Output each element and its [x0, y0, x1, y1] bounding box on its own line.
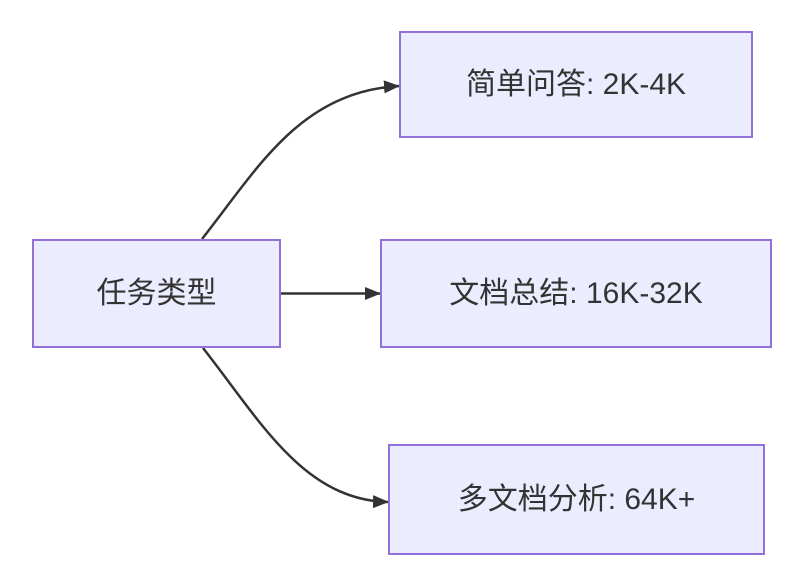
node-doc-summary-label: 文档总结: 16K-32K	[449, 276, 703, 310]
node-task-type: 任务类型	[32, 239, 281, 348]
node-doc-summary: 文档总结: 16K-32K	[380, 239, 772, 348]
node-simple-qa: 简单问答: 2K-4K	[399, 31, 753, 138]
edge-root-to-simple	[201, 80, 400, 240]
edge-root-to-multi	[202, 347, 389, 509]
node-multi-doc-analysis: 多文档分析: 64K+	[388, 444, 765, 555]
node-simple-qa-label: 简单问答: 2K-4K	[465, 67, 687, 101]
node-multi-doc-analysis-label: 多文档分析: 64K+	[457, 482, 696, 516]
node-task-type-label: 任务类型	[96, 276, 217, 310]
